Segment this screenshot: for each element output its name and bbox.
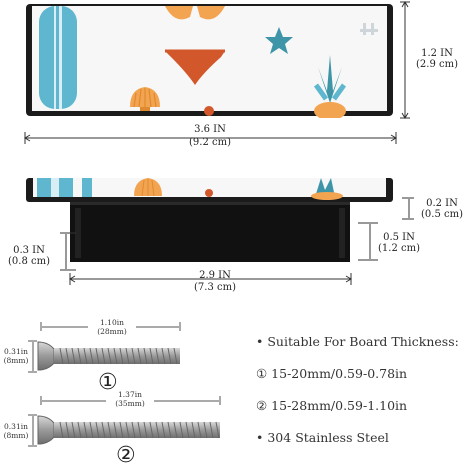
spec-option2: ② 15-28mm/0.59-1.10in	[256, 398, 408, 413]
label-gap: 0.3 IN (0.8 cm)	[8, 245, 50, 267]
label-top-height: 1.2 IN (2.9 cm)	[416, 48, 458, 70]
label-screw2-length: 1.37in (35mm)	[115, 390, 145, 408]
label-screw1-diameter: 0.31in (8mm)	[3, 347, 29, 365]
screw1-marker: ①	[98, 370, 118, 395]
handle-top-view	[25, 3, 395, 118]
label-top-width-cm: (9.2 cm)	[189, 137, 231, 148]
dimension-line-height-top	[400, 1, 410, 119]
bikini-bottom-icon	[165, 51, 225, 85]
handle-top-illustration	[26, 4, 393, 118]
bullet-icon: •	[256, 430, 268, 445]
dimension-line-leg-height	[358, 222, 378, 261]
screw2-marker: ②	[116, 443, 136, 468]
spec-list: • Suitable For Board Thickness: ① 15-20m…	[256, 334, 466, 445]
bullet-icon: •	[256, 334, 268, 349]
label-side-depth: 0.2 IN (0.5 cm)	[421, 198, 463, 220]
spec-material: 304 Stainless Steel	[267, 430, 389, 445]
starfish-icon	[265, 27, 293, 54]
spec-material-row: • 304 Stainless Steel	[256, 430, 466, 445]
pineapple-icon	[313, 55, 347, 118]
label-screw1-length: 1.10in (28mm)	[97, 318, 127, 336]
dimension-line-screw1-diameter	[28, 340, 37, 373]
spec-option1: ① 15-20mm/0.59-0.78in	[256, 366, 408, 381]
spec-title-row: • Suitable For Board Thickness:	[256, 334, 466, 366]
handle-side-view	[26, 178, 393, 262]
shell-icon	[130, 87, 160, 111]
dimension-line-gap	[60, 232, 76, 271]
screw1-icon	[37, 341, 180, 371]
label-leg-height: 0.5 IN (1.2 cm)	[378, 232, 420, 254]
dimension-line-width-top	[24, 132, 397, 144]
label-screw2-diameter: 0.31in (8mm)	[3, 422, 29, 440]
label-base-width-cm: (7.3 cm)	[194, 282, 236, 293]
dimension-line-screw2-diameter	[28, 414, 37, 447]
ball-icon	[204, 106, 214, 116]
spec-title: Suitable For Board Thickness:	[267, 334, 459, 349]
bikini-top-icon	[165, 6, 225, 20]
screw2-icon	[37, 415, 220, 445]
surfboard-icon	[39, 6, 77, 109]
dimension-line-screw1-length	[40, 322, 181, 331]
dimension-line-screw2-length	[40, 396, 221, 405]
label-base-width: 2.9 IN	[199, 270, 231, 281]
dimension-line-base-width	[69, 273, 352, 285]
label-top-width: 3.6 IN	[194, 124, 226, 135]
dimension-line-side-depth	[402, 197, 414, 220]
